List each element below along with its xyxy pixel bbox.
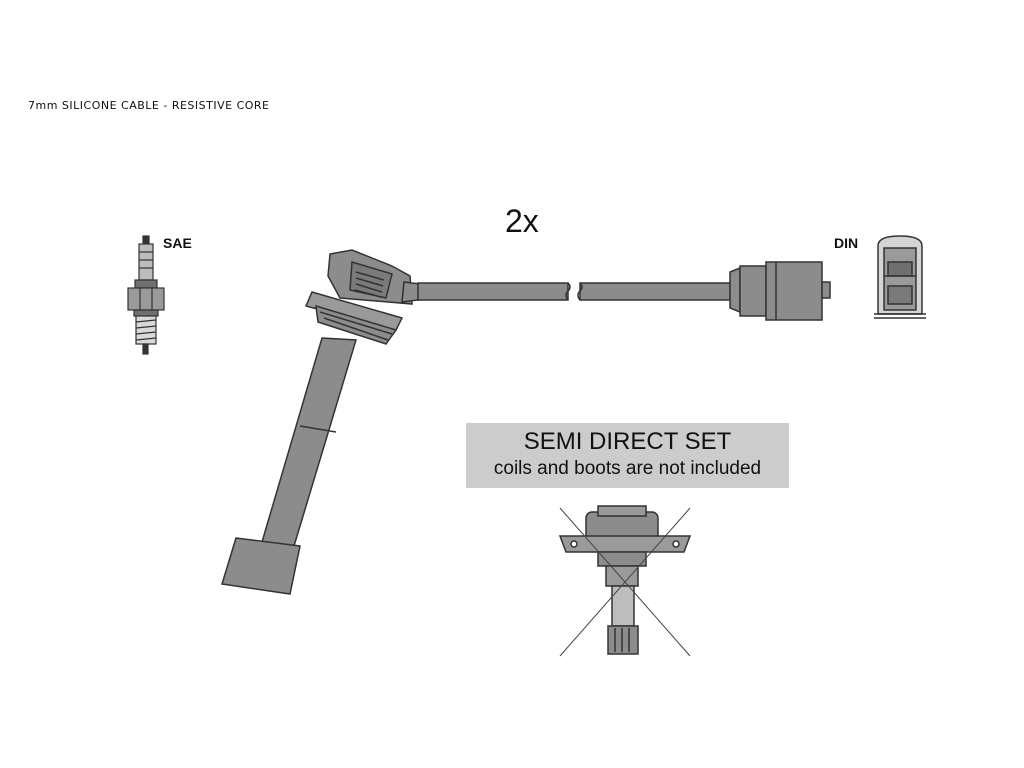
notice-subtitle: coils and boots are not included	[493, 458, 762, 479]
coil-boot-icon	[221, 249, 421, 595]
cable-spec-text: 7mm SILICONE CABLE - RESISTIVE CORE	[28, 99, 270, 112]
crossed-coil-icon	[558, 505, 692, 657]
ignition-cable	[417, 282, 731, 301]
plug-connector-icon	[729, 261, 831, 321]
notice-title: SEMI DIRECT SET	[523, 428, 732, 455]
sae-label: SAE	[163, 235, 192, 251]
din-label: DIN	[834, 235, 859, 251]
notice-box: SEMI DIRECT SET coils and boots are not …	[466, 423, 789, 488]
quantity-label: 2x	[505, 203, 539, 239]
spark-plug-icon	[127, 235, 165, 355]
din-terminal-icon	[874, 235, 926, 319]
